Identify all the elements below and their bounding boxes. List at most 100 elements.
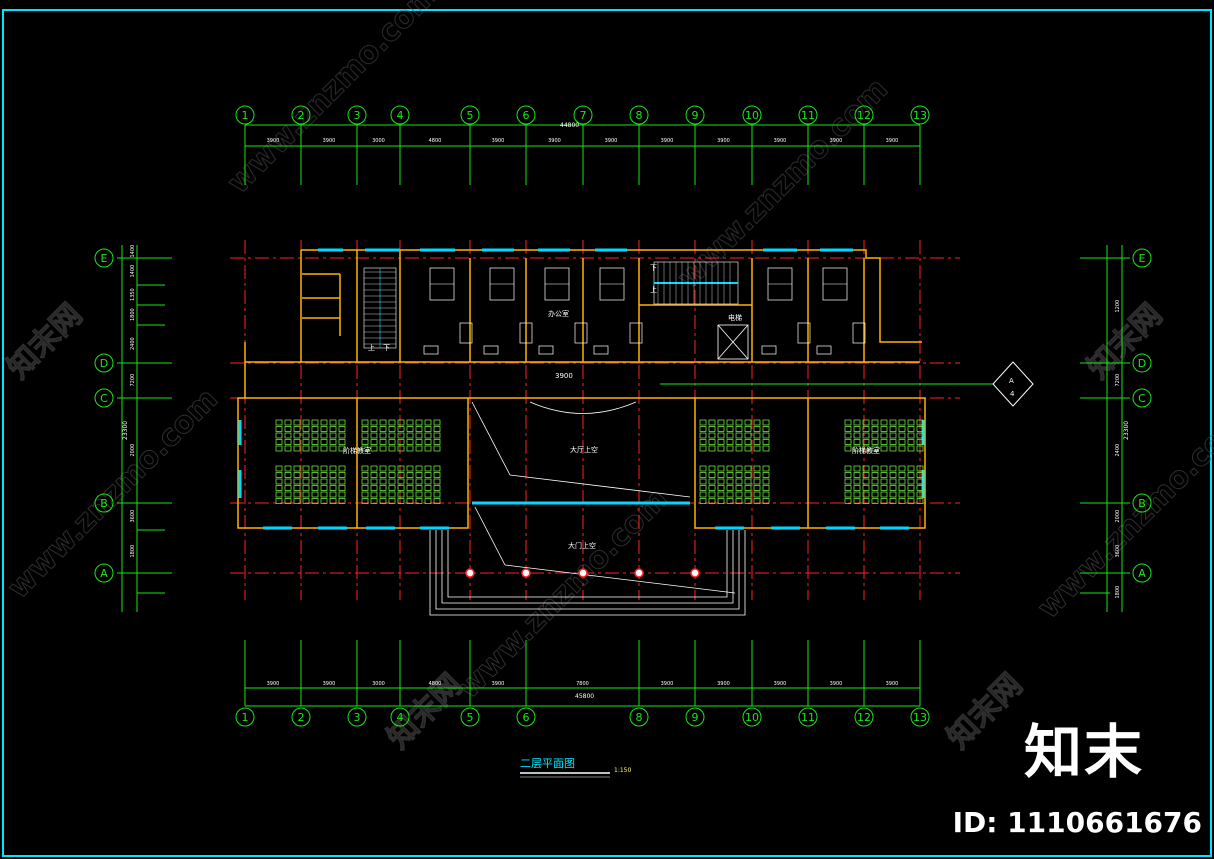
watermark-id: ID: 1110661676 [952,806,1202,839]
classroom-seat [433,439,441,445]
classroom-seat [415,485,423,491]
classroom-seat [415,426,423,432]
classroom-seat [726,485,734,491]
classroom-seat [311,419,319,426]
axis-bubble [798,105,818,125]
classroom-seat [338,432,346,439]
classroom-seat [284,491,292,498]
axis-bubble [854,105,874,125]
classroom-seat [329,426,337,432]
classroom-seat [361,472,369,478]
room-label-entrance-upper: 大门上空 [568,541,596,550]
classroom-seat [388,498,396,504]
span-dimension: 1200 [1115,300,1121,313]
classroom-seat [302,445,310,452]
classroom-seat [717,445,725,452]
classroom-seat [320,419,328,426]
classroom-seat [735,498,743,504]
classroom-seat [406,419,414,426]
classroom-seat [699,491,707,498]
office-sofa [797,322,811,344]
classroom-seat [379,491,387,498]
classroom-seat [361,498,369,504]
classroom-seat [424,432,432,439]
office-chair [423,345,439,355]
classroom-seat [406,478,414,485]
classroom-seat [275,485,283,491]
classroom-seat [726,465,734,472]
axis-bubble [798,707,818,727]
classroom-seat [433,478,441,485]
classroom-seat [717,419,725,426]
classroom-seat [753,445,761,452]
classroom-seat [275,432,283,439]
classroom-seat [433,485,441,491]
classroom-seat [388,445,396,452]
row-axis-label: A [100,567,108,580]
classroom-seat [329,478,337,485]
axis-bubble [390,105,410,125]
axis-bubble [629,105,649,125]
classroom-seat [889,432,897,439]
windows [238,248,925,530]
classroom-seat [275,465,283,472]
classroom-seat [388,419,396,426]
classroom-seat [338,465,346,472]
classroom-seat [907,485,915,491]
watermark-text: www.znzmo.com [451,482,675,706]
classroom-seat [284,419,292,426]
left-dimensions [117,245,172,612]
classroom-seat [320,465,328,472]
classroom-seat [898,432,906,439]
classroom-seat [726,426,734,432]
classroom-seat [717,485,725,491]
classroom-seat [320,439,328,445]
classroom-seat [853,445,861,452]
classroom-seat [744,478,752,485]
span-dimension: 1800 [130,545,136,558]
span-dimension: 3000 [372,138,385,144]
office-chair [593,345,609,355]
classroom-seat [907,472,915,478]
span-dimension: 3900 [492,138,505,144]
classroom-seat [853,439,861,445]
classroom-seat [844,498,852,504]
axis-label: 12 [857,711,871,724]
classroom-seats [275,419,924,504]
classroom-seat [862,439,870,445]
span-dimension: 1800 [1115,586,1121,599]
section-marker: A 4 [660,361,1034,407]
classroom-seat [406,432,414,439]
row-axis-bubble [1132,563,1152,583]
row-axis-bubble [94,493,114,513]
classroom-seat [338,485,346,491]
classroom-seat [424,419,432,426]
top-ticks [244,125,921,185]
classroom-seat [853,426,861,432]
classroom-seat [433,419,441,426]
classroom-seat [699,432,707,439]
classroom-seat [397,465,405,472]
axis-bubble [516,105,536,125]
classroom-seat [871,491,879,498]
classroom-seat [717,465,725,472]
classroom-seat [916,426,924,432]
axis-label: 6 [523,711,530,724]
classroom-seat [293,498,301,504]
classroom-seat [415,419,423,426]
classroom-seat [329,432,337,439]
classroom-seat [361,465,369,472]
classroom-seat [275,419,283,426]
top-dimensions [244,124,921,185]
classroom-seat [844,485,852,491]
axis-label: 8 [636,711,643,724]
classroom-seat [889,491,897,498]
room-label-classroom-right: 阶梯教室 [852,446,880,455]
section-marker-label: A [1009,377,1014,385]
classroom-seat [853,485,861,491]
watermark-text: 知末网 [1081,297,1169,385]
axis-bubble [460,105,480,125]
classroom-seat [844,432,852,439]
classroom-seat [889,485,897,491]
classroom-seat [871,445,879,452]
